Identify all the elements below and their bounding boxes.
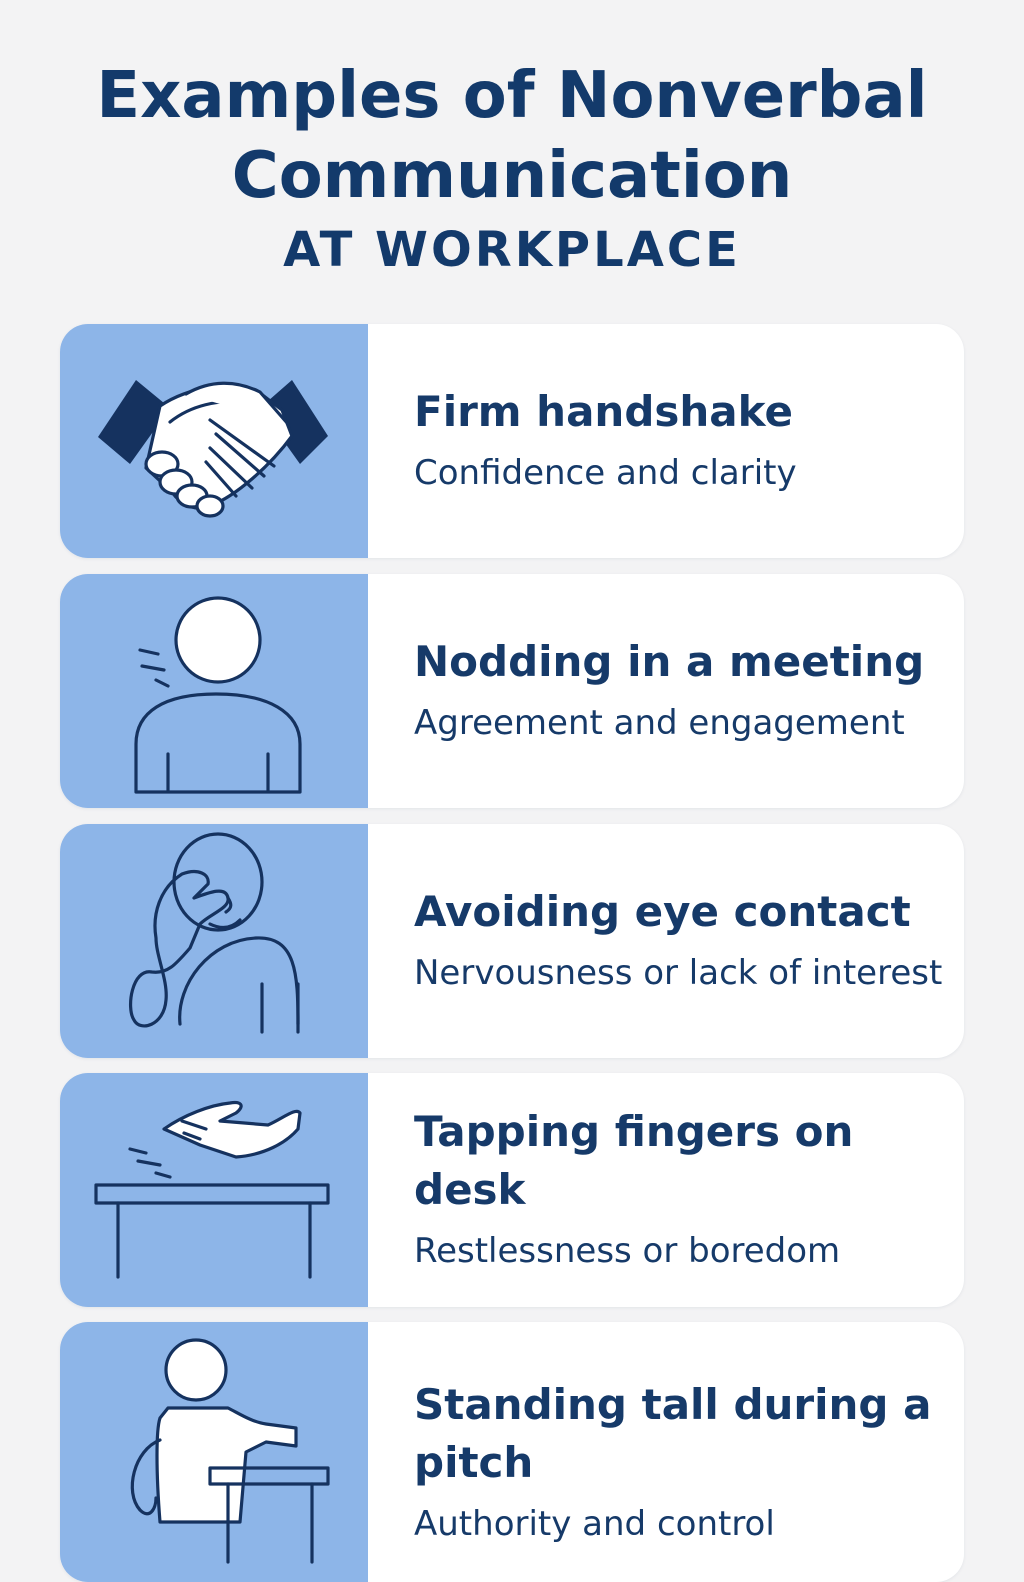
item-card-nodding: Nodding in a meeting Agreement and engag… xyxy=(60,574,964,808)
item-label: Tapping fingers on desk xyxy=(414,1107,854,1214)
item-card-tapping-fingers: Tapping fingers on desk Restlessness or … xyxy=(60,1073,964,1307)
handshake-icon xyxy=(98,380,328,518)
item-card-standing-tall: Standing tall during a pitch Authority a… xyxy=(60,1322,964,1582)
item-description: Agreement and engagement xyxy=(414,703,905,743)
item-card-handshake: Firm handshake Confidence and clarity xyxy=(60,324,964,558)
item-label: Avoiding eye contact xyxy=(414,887,911,936)
standing-person-podium-icon xyxy=(130,1338,330,1564)
icon-panel xyxy=(60,824,368,1058)
item-description: Confidence and clarity xyxy=(414,453,797,493)
item-card-avoiding-eye-contact: Avoiding eye contact Nervousness or lack… xyxy=(60,824,964,1058)
icon-panel xyxy=(60,574,368,808)
item-description: Restlessness or boredom xyxy=(414,1231,841,1271)
item-label: Firm handshake xyxy=(414,387,793,436)
icon-panel xyxy=(60,324,368,558)
icon-panel xyxy=(60,1322,368,1582)
item-description: Nervousness or lack of interest xyxy=(414,953,943,993)
item-label: Standing tall during a pitch xyxy=(414,1380,932,1487)
item-text: Firm handshake Confidence and clarity xyxy=(414,324,944,558)
item-description: Authority and control xyxy=(414,1504,775,1544)
page-subtitle: AT WORKPLACE xyxy=(283,222,741,278)
item-text: Avoiding eye contact Nervousness or lack… xyxy=(414,824,944,1058)
icon-panel xyxy=(60,1073,368,1307)
tapping-hand-desk-icon xyxy=(94,1100,330,1279)
nodding-person-icon xyxy=(134,596,302,794)
item-text: Standing tall during a pitch Authority a… xyxy=(414,1322,944,1582)
page-header: Examples of Nonverbal Communication AT W… xyxy=(0,0,1024,280)
page-title: Examples of Nonverbal Communication xyxy=(96,59,928,213)
item-text: Tapping fingers on desk Restlessness or … xyxy=(414,1073,944,1307)
item-text: Nodding in a meeting Agreement and engag… xyxy=(414,574,944,808)
face-covering-eyes-icon xyxy=(129,832,300,1034)
item-label: Nodding in a meeting xyxy=(414,637,925,686)
